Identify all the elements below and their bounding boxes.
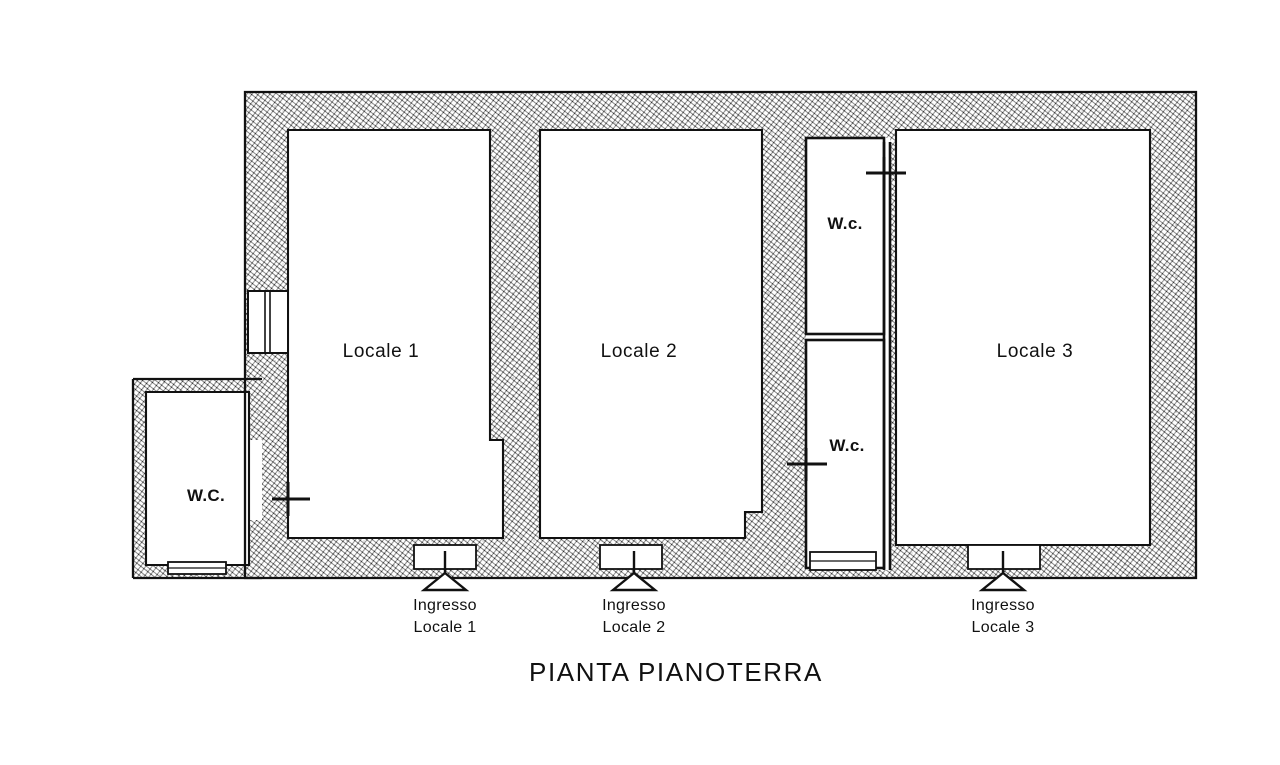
room-label-locale-1: Locale 1 — [343, 341, 420, 362]
entrance-label-locale-2-line1: Ingresso — [602, 597, 666, 614]
entrance-markers: Ingresso Locale 1 Ingresso Locale 2 Ingr… — [413, 551, 1035, 636]
room-label-wc-lower-right: W.c. — [829, 436, 864, 455]
locale-3-outline — [894, 128, 1152, 547]
room-label-wc-upper-right: W.c. — [827, 214, 862, 233]
entrance-marker-locale-1: Ingresso Locale 1 — [413, 551, 477, 636]
wc-left-outline — [144, 390, 251, 567]
room-label-locale-3: Locale 3 — [997, 341, 1074, 362]
entrance-label-locale-3-line2: Locale 3 — [972, 619, 1035, 636]
entrance-label-locale-3-line1: Ingresso — [971, 597, 1035, 614]
entrance-label-locale-2-line2: Locale 2 — [603, 619, 666, 636]
plan-title: PIANTA PIANOTERRA — [529, 657, 823, 687]
door-symbols — [272, 157, 906, 516]
entrance-marker-locale-3: Ingresso Locale 3 — [971, 551, 1035, 636]
door-symbol-wc-lower-right — [787, 448, 827, 481]
door-symbol-wc-upper-right — [866, 157, 906, 190]
room-label-locale-2: Locale 2 — [601, 341, 678, 362]
locale-1-outline — [286, 128, 505, 540]
entrance-label-locale-1-line1: Ingresso — [413, 597, 477, 614]
room-label-wc-left: W.C. — [187, 486, 225, 505]
room-labels: Locale 1 Locale 2 Locale 3 W.C. W.c. W.c… — [187, 214, 1073, 505]
window-opening-wc-lower-right — [809, 551, 877, 571]
locale-2-outline — [538, 128, 764, 540]
entrance-label-locale-1-line2: Locale 1 — [414, 619, 477, 636]
window-opening-west — [247, 290, 289, 354]
outer-wall-outline — [243, 90, 1198, 580]
window-opening-wc-left — [167, 561, 227, 575]
wc-annex-outline — [131, 377, 262, 580]
entrance-marker-locale-2: Ingresso Locale 2 — [602, 551, 666, 636]
building-walls — [120, 80, 1210, 590]
door-symbol-wc-left — [272, 482, 310, 516]
